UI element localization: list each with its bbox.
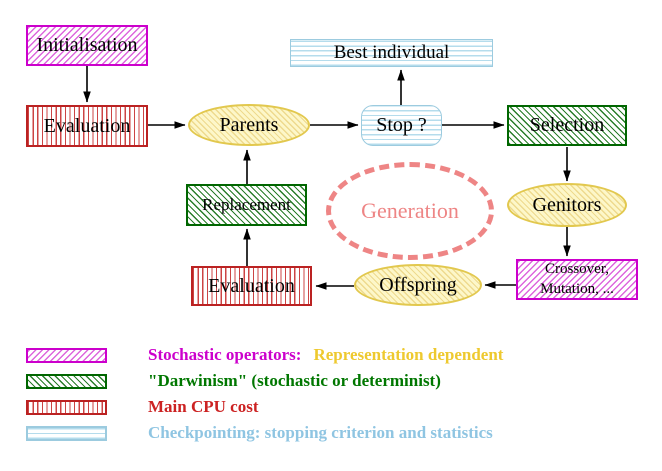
legend-row-cpu-cost: Main CPU cost: [26, 397, 258, 417]
node-offspring: Offspring: [354, 264, 482, 306]
node-crossover-line1: Crossover,: [545, 261, 609, 277]
node-evaluation-bottom: Evaluation: [191, 266, 312, 306]
generation-label: Generation: [361, 198, 459, 223]
legend-row-darwinism: "Darwinism" (stochastic or determinist): [26, 371, 441, 391]
legend-label-representation-dependent: Representation dependent: [313, 345, 504, 364]
legend-label-stochastic-operators: Stochastic operators:: [148, 345, 302, 364]
legend-label-darwinism: "Darwinism" (stochastic or determinist): [148, 371, 441, 390]
legend-row-checkpointing: Checkpointing: stopping criterion and st…: [26, 423, 493, 443]
node-genitors-label: Genitors: [532, 193, 602, 216]
node-best-individual-label: Best individual: [333, 42, 450, 63]
generation-cycle-ellipse: Generation: [326, 162, 494, 260]
legend-swatch-cyan-hatch: [26, 425, 107, 441]
legend-swatch-green-hatch: [26, 373, 107, 389]
node-replacement: Replacement: [186, 184, 307, 226]
node-evaluation-top-label: Evaluation: [43, 114, 131, 137]
node-selection: Selection: [507, 105, 627, 146]
node-best-individual: Best individual: [290, 39, 493, 67]
node-selection-label: Selection: [529, 114, 605, 136]
node-evaluation-bottom-label: Evaluation: [208, 274, 295, 297]
node-crossover-line2: Mutation, ...: [540, 280, 614, 297]
node-parents: Parents: [188, 104, 310, 146]
node-replacement-label: Replacement: [202, 195, 291, 214]
legend-swatch-red-hatch: [26, 399, 107, 415]
node-parents-label: Parents: [219, 113, 279, 136]
legend-swatch-magenta-hatch: [26, 347, 107, 363]
legend-label-checkpointing: Checkpointing: stopping criterion and st…: [148, 423, 493, 442]
node-stop-label: Stop ?: [376, 114, 427, 136]
legend-label-main-cpu-cost: Main CPU cost: [148, 397, 259, 416]
node-offspring-label: Offspring: [379, 273, 457, 296]
node-stop: Stop ?: [361, 105, 442, 146]
node-genitors: Genitors: [507, 183, 627, 227]
node-crossover-mutation: Crossover, Mutation, ...: [516, 259, 638, 300]
node-initialisation-label: Initialisation: [36, 34, 138, 56]
node-evaluation-top: Evaluation: [26, 105, 148, 147]
legend-row-stochastic: Stochastic operators: Representation dep…: [26, 345, 503, 365]
node-initialisation: Initialisation: [26, 25, 148, 66]
